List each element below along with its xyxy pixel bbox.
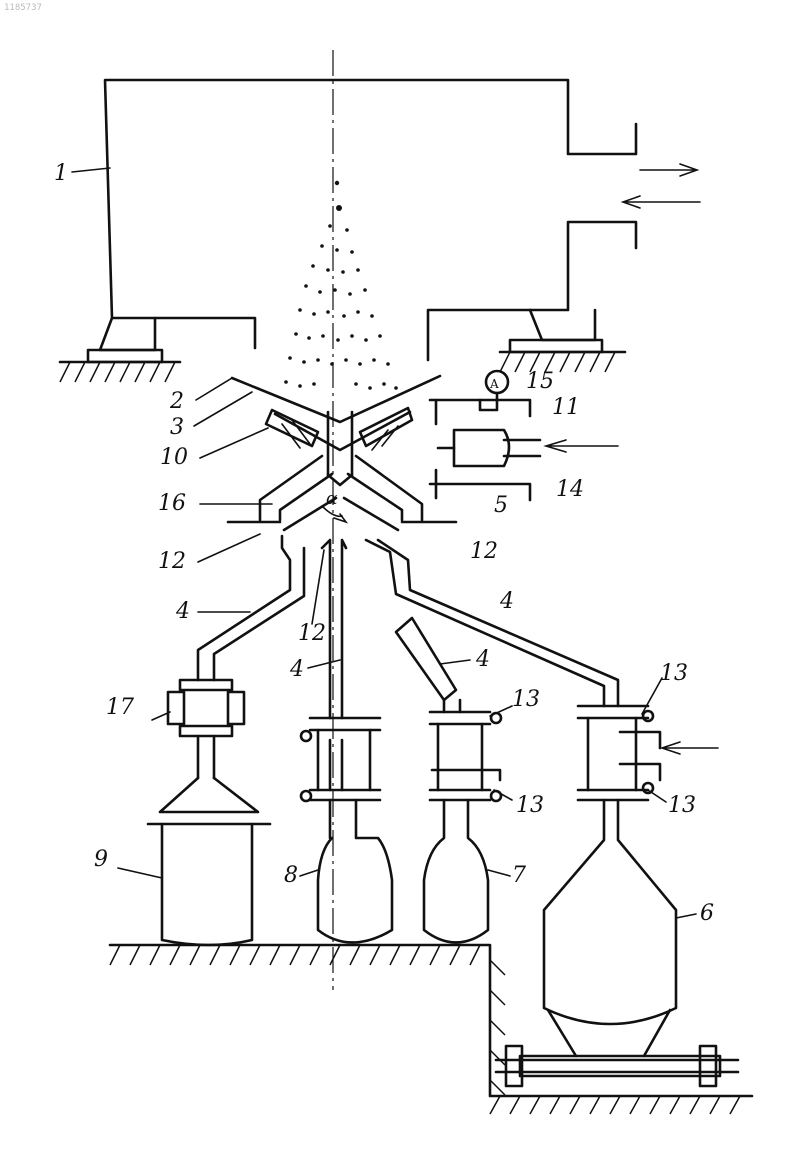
valve-17: [168, 680, 244, 736]
gas-outlet-arrow: [640, 164, 697, 176]
label-4-right: 4: [499, 589, 514, 614]
vessel-7: [424, 712, 501, 943]
label-1-chamber: 1: [54, 161, 68, 186]
label-15: 15: [526, 369, 554, 394]
label-11: 11: [552, 395, 580, 420]
collection-funnel: [228, 456, 456, 530]
pipe-to-vessel-9: [198, 536, 304, 778]
vessel-6-inlet-arrow: [662, 742, 718, 754]
floor-left: [60, 362, 180, 382]
pipe-to-vessel-6: [366, 540, 618, 706]
label-13-6-top: 13: [660, 661, 688, 686]
central-pipe: [322, 540, 346, 790]
vessel-9: [148, 778, 270, 945]
archive-stamp: 1185737: [4, 3, 42, 13]
label-14: 14: [556, 477, 584, 502]
label-10: 10: [160, 445, 188, 470]
drive-inlet-arrow: [546, 440, 618, 452]
label-13-7-bottom: 13: [516, 793, 544, 818]
label-13-6-bottom: 13: [668, 793, 696, 818]
label-9: 9: [94, 847, 108, 872]
pressure-gauge-15: A: [480, 371, 508, 410]
label-4-branch: 4: [475, 647, 490, 672]
label-6: 6: [700, 901, 714, 926]
vessel-6: [544, 706, 676, 1056]
floor-main: [110, 945, 752, 1114]
label-2: 2: [169, 389, 184, 414]
vessel-8: [301, 718, 392, 943]
label-12-left: 12: [158, 549, 186, 574]
label-12-right: 12: [470, 539, 498, 564]
gauge-letter: A: [489, 377, 499, 391]
alpha-symbol: α: [326, 489, 338, 509]
floor-right: [500, 352, 625, 372]
spray-chamber: [88, 80, 636, 362]
label-4-center: 4: [289, 657, 304, 682]
label-4-left: 4: [175, 599, 190, 624]
label-5: 5: [494, 493, 508, 518]
label-13-7-top: 13: [512, 687, 540, 712]
label-7: 7: [512, 863, 526, 888]
angle-alpha: α: [322, 489, 346, 522]
spray-cone: [284, 181, 398, 390]
gas-inlet-arrow: [623, 196, 700, 208]
drive-motor-11: [430, 400, 540, 500]
label-16: 16: [158, 491, 186, 516]
label-3: 3: [170, 415, 184, 440]
label-17: 17: [106, 695, 134, 720]
label-8: 8: [284, 863, 298, 888]
label-12-center: 12: [298, 621, 326, 646]
pipe-to-vessel-7: [396, 618, 460, 712]
shaft-assembly: [496, 1046, 738, 1086]
